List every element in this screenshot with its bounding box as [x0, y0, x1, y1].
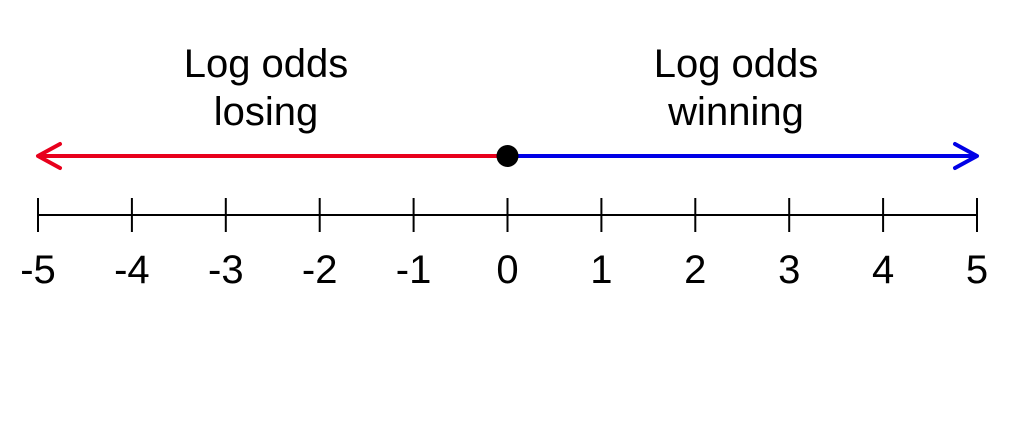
losing-arrow-head — [36, 142, 62, 170]
tick-label: -3 — [208, 248, 244, 292]
tick-label: 1 — [590, 248, 612, 292]
label-right-line1: Log odds — [653, 42, 819, 86]
tick-label: 5 — [966, 248, 988, 292]
tick-label: -4 — [114, 248, 150, 292]
winning-arrow-head — [953, 142, 979, 170]
label-left-line1: Log odds — [183, 42, 349, 86]
log-odds-winning-label: Log odds winning — [616, 40, 856, 136]
tick-label: -2 — [302, 248, 338, 292]
origin-point-layer — [496, 145, 519, 167]
log-odds-losing-label: Log odds losing — [146, 40, 386, 136]
origin-point — [496, 145, 519, 167]
tick-labels: -5 -4 -3 -2 -1 0 1 2 3 4 5 — [20, 248, 988, 292]
tick-label: 2 — [684, 248, 706, 292]
arrows-layer — [36, 142, 979, 170]
label-right-line2: winning — [668, 90, 804, 134]
tick-label: 4 — [872, 248, 894, 292]
label-left-line2: losing — [213, 90, 319, 134]
tick-label: -1 — [396, 248, 432, 292]
tick-label: -5 — [20, 248, 56, 292]
tick-label: 3 — [778, 248, 800, 292]
winning-arrow — [507, 142, 979, 170]
tick-marks — [37, 198, 978, 232]
tick-label: 0 — [496, 248, 518, 292]
losing-arrow — [36, 142, 508, 170]
